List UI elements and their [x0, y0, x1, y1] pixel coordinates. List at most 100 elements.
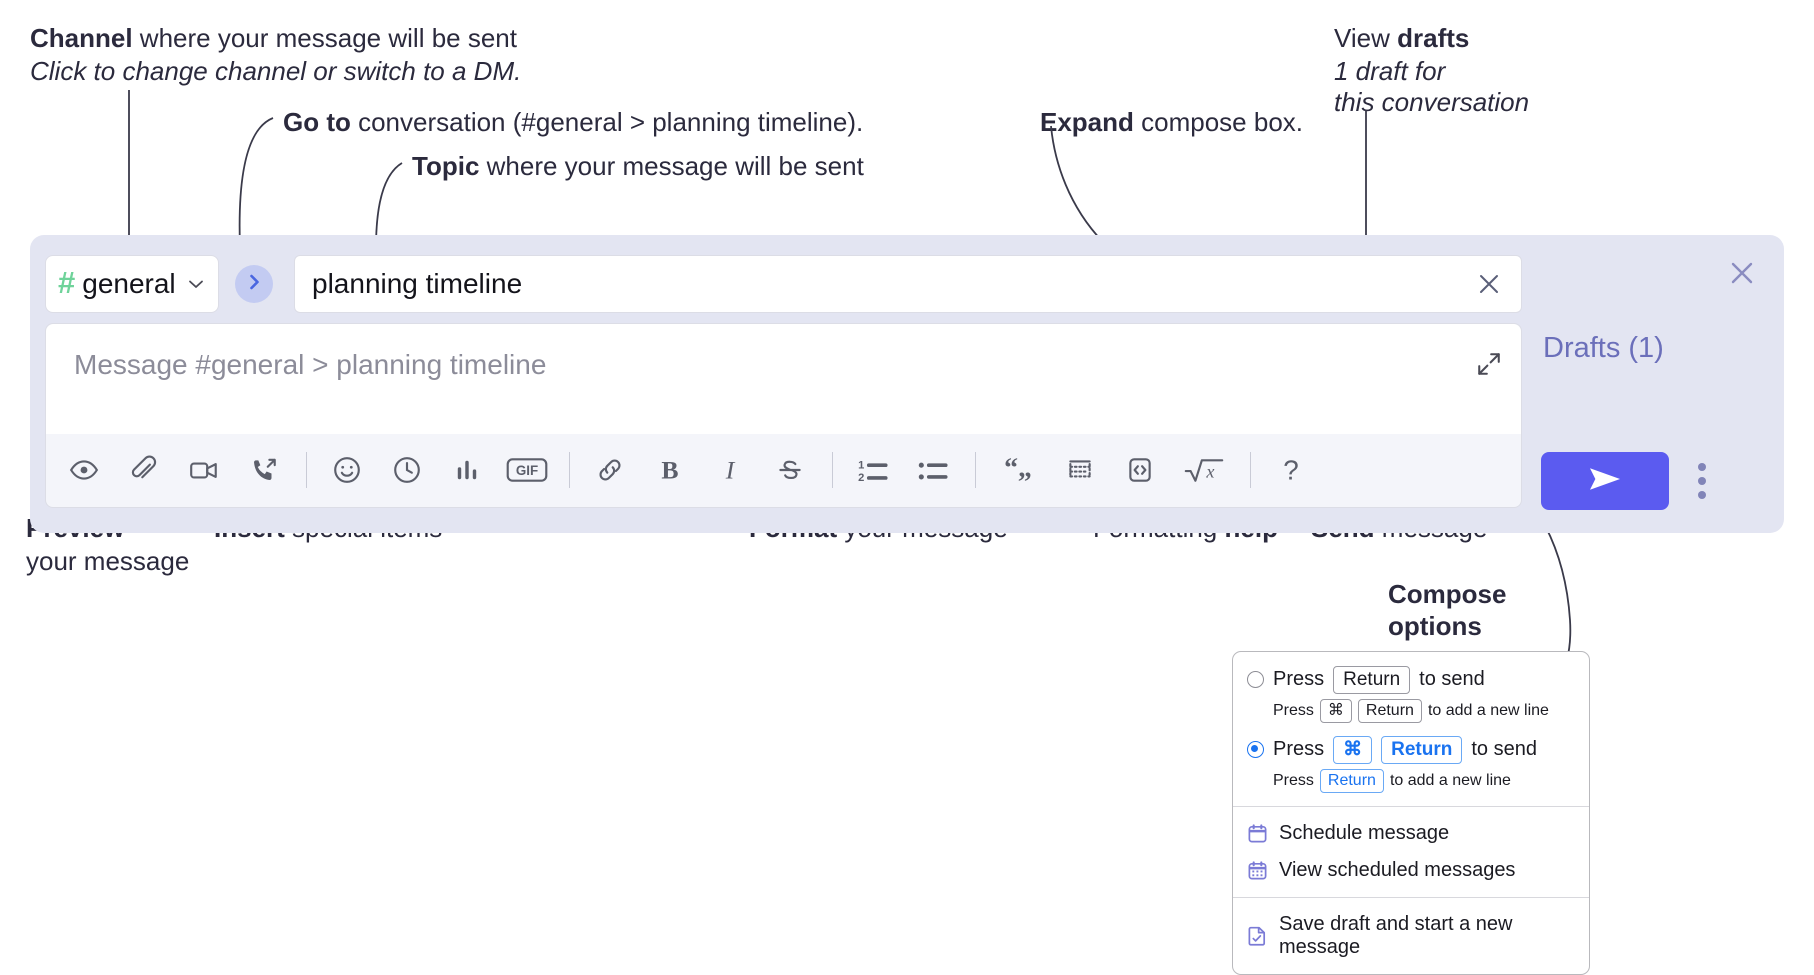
annotation-compose-options-2: options [1388, 610, 1482, 643]
calendar-icon [1247, 823, 1268, 844]
annotation-compose-options-1: Compose [1388, 578, 1506, 611]
svg-text:1: 1 [858, 459, 864, 471]
calendar-grid-icon [1247, 860, 1268, 881]
option-return-sub-pre: Press [1273, 701, 1314, 719]
formatting-toolbar: GIF B I [46, 433, 1521, 507]
code-icon[interactable] [1118, 448, 1162, 492]
send-icon [1586, 464, 1624, 499]
separator-3 [832, 452, 833, 488]
video-camera-icon[interactable] [182, 448, 226, 492]
annotation-compose-options-bold-2: options [1388, 611, 1482, 641]
menu-item-save-draft[interactable]: Save draft and start a new message [1233, 906, 1589, 966]
separator-2 [569, 452, 570, 488]
strikethrough-icon[interactable] [768, 448, 812, 492]
svg-text:I: I [725, 456, 736, 485]
quote-icon[interactable]: “„ [994, 448, 1042, 492]
code-block-icon[interactable] [1058, 448, 1102, 492]
annotation-drafts-plain: View [1334, 23, 1398, 53]
compose-options-menu: Press Return to send Press ⌘ Return to a… [1232, 651, 1590, 975]
radio-cmd-return[interactable] [1247, 741, 1264, 759]
clock-icon[interactable] [385, 448, 429, 492]
file-check-icon [1247, 925, 1268, 946]
more-vertical-dot-3 [1698, 491, 1706, 499]
math-sqrt-icon[interactable]: x [1178, 448, 1230, 492]
expand-icon[interactable] [1471, 346, 1507, 382]
composer-panel: # general planning timeline Message #gen… [30, 235, 1784, 533]
channel-name: general [82, 268, 176, 299]
more-vertical-dot-2 [1698, 477, 1706, 485]
key-return-small: Return [1357, 698, 1422, 723]
compose-options-button[interactable] [1688, 455, 1716, 507]
bar-chart-icon[interactable] [445, 448, 489, 492]
menu-item-label: View scheduled messages [1279, 858, 1516, 881]
annotation-drafts-sub1: 1 draft for [1334, 55, 1445, 88]
topic-field[interactable]: planning timeline [294, 255, 1522, 313]
channel-selector[interactable]: # general [45, 255, 219, 313]
annotation-drafts-italic-2: this conversation [1334, 87, 1530, 117]
option-return-pre: Press [1273, 668, 1325, 691]
annotation-channel-italic: Click to change channel or switch to a D… [30, 56, 522, 86]
option-cmd-post: to send [1471, 738, 1537, 761]
svg-text:“„: “„ [1004, 455, 1032, 483]
eye-icon[interactable] [62, 448, 106, 492]
chevron-right-icon [244, 272, 264, 297]
annotation-drafts-italic-1: 1 draft for [1334, 56, 1446, 86]
more-vertical-dot-1 [1698, 463, 1706, 471]
radio-return[interactable] [1247, 671, 1264, 689]
annotation-drafts-sub2: this conversation [1334, 86, 1529, 119]
message-placeholder: Message #general > planning timeline [74, 349, 547, 380]
phone-outgoing-icon[interactable] [242, 448, 286, 492]
option-cmd-sub-pre: Press [1273, 771, 1314, 789]
send-button[interactable] [1541, 452, 1669, 510]
separator-4 [975, 452, 976, 488]
annotation-preview-sub: your message [26, 545, 189, 578]
annotation-topic-rest: where your message will be sent [479, 151, 864, 181]
gif-icon[interactable]: GIF [505, 448, 549, 492]
drafts-link[interactable]: Drafts (1) [1543, 332, 1664, 364]
bold-icon[interactable]: B [648, 448, 692, 492]
annotation-expand-bold: Expand [1040, 107, 1134, 137]
annotation-preview-rest: your message [26, 546, 190, 576]
paperclip-icon[interactable] [122, 448, 166, 492]
key-command-blue: ⌘ [1333, 735, 1373, 764]
key-return: Return [1333, 666, 1411, 694]
option-return-post: to send [1419, 668, 1485, 691]
option-press-return-to-send[interactable]: Press Return to send [1233, 664, 1589, 696]
annotation-goto: Go to conversation (#general > planning … [283, 106, 863, 139]
option-return-subtext: Press ⌘ Return to add a new line [1233, 696, 1589, 726]
goto-conversation-button[interactable] [235, 265, 273, 303]
italic-icon[interactable]: I [708, 448, 752, 492]
option-press-cmd-return-to-send[interactable]: Press ⌘ Return to send [1233, 734, 1589, 766]
topic-value: planning timeline [312, 268, 523, 299]
option-cmd-pre: Press [1273, 738, 1325, 761]
annotation-topic: Topic where your message will be sent [412, 150, 864, 183]
close-composer-button[interactable] [1722, 253, 1762, 293]
question-mark-icon[interactable]: ? [1269, 448, 1313, 492]
composer-main: # general planning timeline Message #gen… [30, 235, 1540, 533]
svg-text:2: 2 [858, 472, 864, 484]
key-return-blue: Return [1381, 735, 1463, 764]
svg-text:GIF: GIF [516, 463, 538, 478]
message-input[interactable]: Message #general > planning timeline [46, 324, 1521, 434]
separator-5 [1250, 452, 1251, 488]
annotation-drafts: View drafts [1334, 22, 1469, 55]
svg-text:B: B [661, 456, 678, 485]
message-box: Message #general > planning timeline [45, 323, 1522, 508]
annotation-goto-rest: conversation (#general > planning timeli… [350, 107, 864, 137]
annotation-channel-bold: Channel [30, 23, 133, 53]
annotation-compose-options-bold-1: Compose [1388, 579, 1507, 609]
menu-item-schedule-message[interactable]: Schedule message [1233, 815, 1589, 852]
menu-item-view-scheduled-messages[interactable]: View scheduled messages [1233, 852, 1589, 889]
menu-divider-2 [1233, 896, 1589, 898]
bulleted-list-icon[interactable] [911, 448, 955, 492]
annotation-drafts-bold: drafts [1397, 23, 1470, 53]
annotation-channel-rest: where your message will be sent [132, 23, 517, 53]
menu-item-label: Schedule message [1279, 821, 1450, 844]
annotation-topic-bold: Topic [412, 151, 480, 181]
annotation-channel: Channel where your message will be sent [30, 22, 517, 55]
link-icon[interactable] [588, 448, 632, 492]
smiley-icon[interactable] [325, 448, 369, 492]
topic-clear-button[interactable] [1467, 262, 1511, 306]
separator-1 [306, 452, 307, 488]
